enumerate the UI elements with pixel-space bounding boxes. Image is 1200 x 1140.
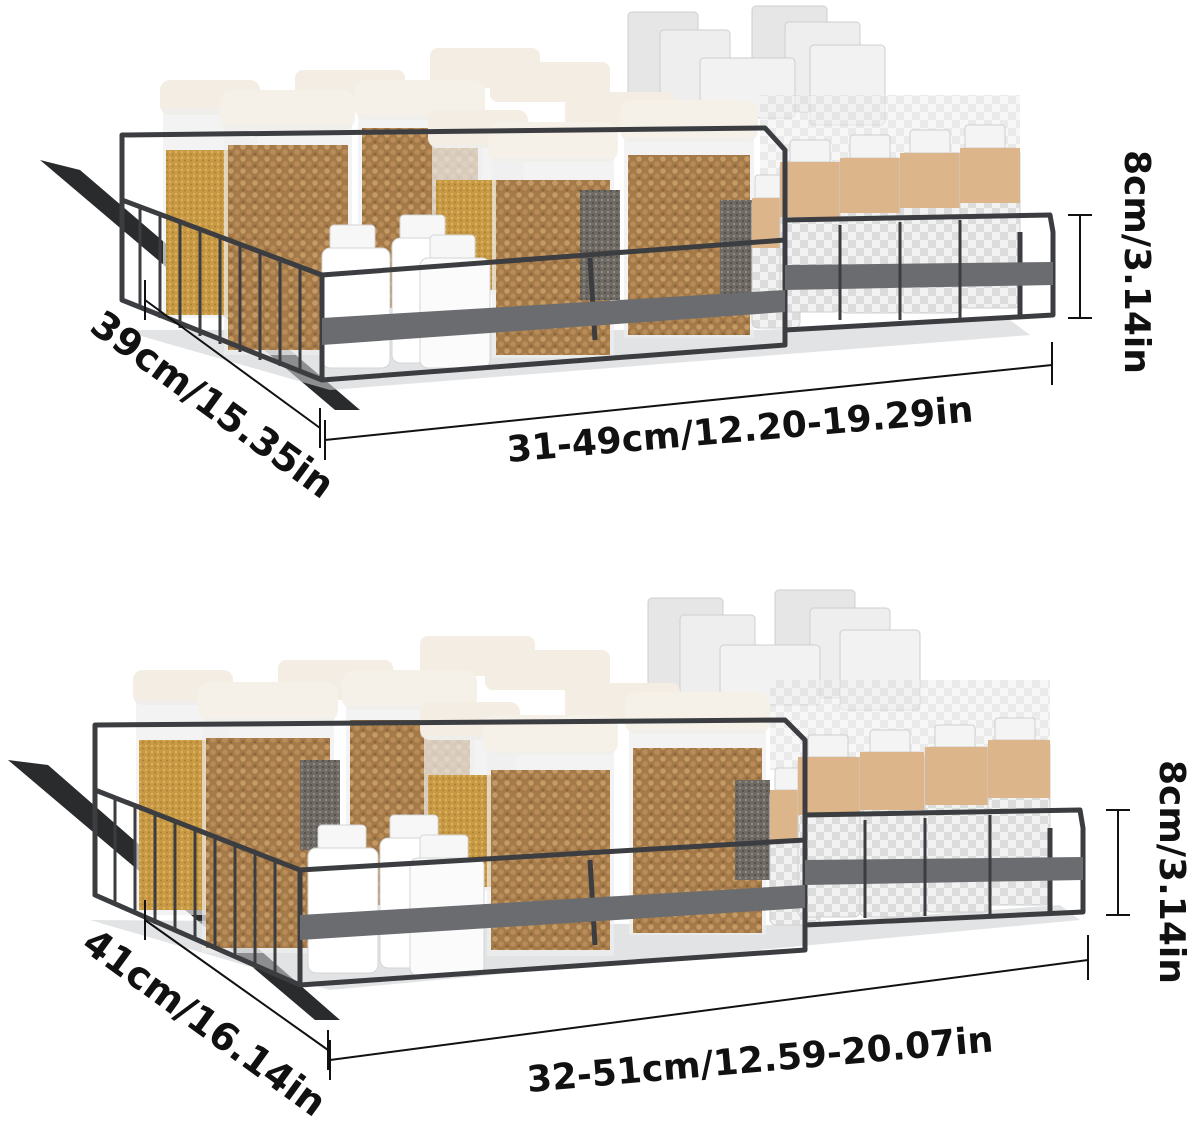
upper-width-label-visible: 31-49cm/12.20-19.29in bbox=[505, 389, 975, 471]
lower-width-label: 32-51cm/12.59-20.07in bbox=[525, 1019, 995, 1101]
upper-side-wires bbox=[138, 206, 302, 372]
upper-pouches bbox=[627, 5, 886, 126]
upper-height-dimension bbox=[1068, 214, 1092, 319]
lower-width-dimension bbox=[329, 935, 1089, 1080]
lower-right-wires bbox=[863, 815, 992, 918]
upper-sauce-bottles bbox=[751, 95, 1021, 329]
lower-height-dimension bbox=[1106, 809, 1130, 916]
upper-organizer: 39cm/15.35in 31-49cm/12.20-19.29in 8cm/3… bbox=[40, 5, 1157, 507]
lower-height-label: 8cm/3.14in bbox=[1151, 760, 1192, 984]
upper-seed-jar bbox=[580, 190, 620, 300]
lower-side-wires bbox=[113, 798, 277, 972]
lower-sauce-bottles bbox=[769, 680, 1051, 926]
lower-organizer: 41cm/16.14in 32-51cm/12.59-20.07in 8cm/3… bbox=[8, 589, 1192, 1125]
upper-height-label: 8cm/3.14in bbox=[1116, 150, 1157, 374]
upper-front-band bbox=[322, 290, 785, 345]
upper-right-wires bbox=[838, 220, 962, 320]
upper-side-band bbox=[785, 262, 1053, 290]
lower-supplement-bottles bbox=[307, 814, 485, 977]
lower-seed-jar-2 bbox=[735, 780, 770, 880]
upper-width-dimension bbox=[324, 342, 1053, 460]
lower-side-band bbox=[805, 857, 1083, 885]
lower-depth-dimension bbox=[144, 900, 329, 1070]
upper-depth-dimension bbox=[144, 280, 321, 448]
lower-front-band bbox=[300, 885, 805, 940]
upper-supplement-bottles bbox=[321, 214, 491, 369]
